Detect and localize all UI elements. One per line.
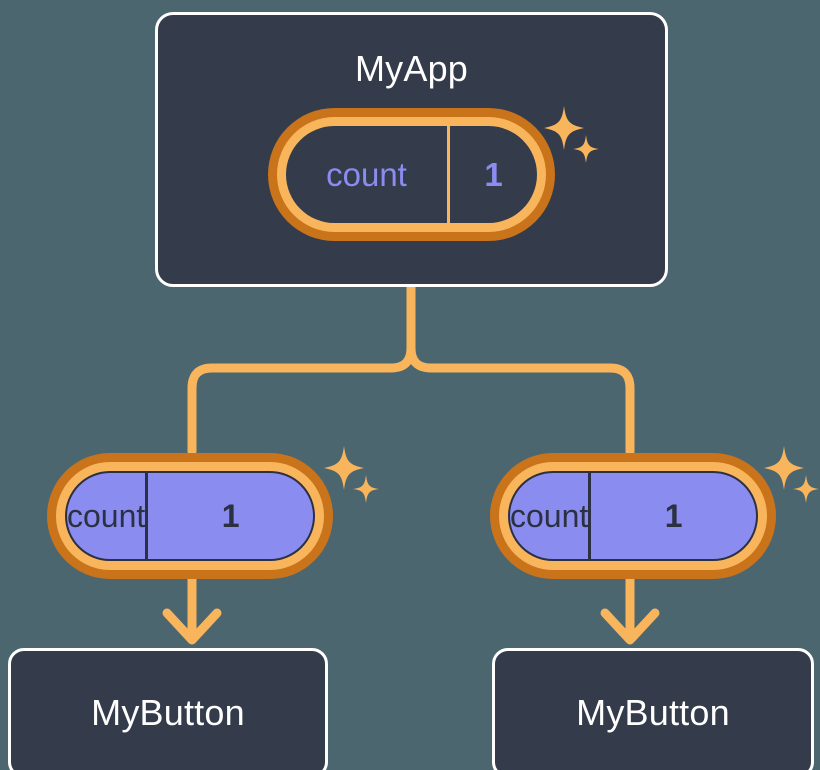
leaf-component-title: MyButton xyxy=(576,692,730,733)
state-pill-child-left[interactable]: count 1 xyxy=(47,453,333,579)
state-value-label: 1 xyxy=(145,473,313,559)
pill-body: count 1 xyxy=(286,126,537,223)
pill-body: count 1 xyxy=(508,471,758,561)
pill-body: count 1 xyxy=(65,471,315,561)
pill-inner-ring: count 1 xyxy=(277,117,546,232)
sparkle-four-point-icon xyxy=(324,446,364,490)
state-value-label: 1 xyxy=(447,126,537,223)
page-title: MyApp xyxy=(354,48,469,89)
sparkle-four-point-small-icon xyxy=(793,475,819,503)
state-key-label: count xyxy=(510,497,589,534)
pill-inner-ring: count 1 xyxy=(499,462,767,570)
arrow-down-icon xyxy=(600,608,660,645)
state-key-label: count xyxy=(326,155,407,193)
state-value-label: 1 xyxy=(588,473,756,559)
sparkle-four-point-small-icon xyxy=(353,475,379,503)
pill-inner-ring: count 1 xyxy=(56,462,324,570)
tree-branch-connector-icon xyxy=(187,282,416,457)
state-pill-root[interactable]: count 1 xyxy=(268,108,555,241)
sparkle-four-point-icon xyxy=(764,446,804,490)
state-key-label: count xyxy=(67,497,146,534)
leaf-component-box-left[interactable]: MyButton xyxy=(8,648,328,770)
leaf-title-wrap: MyButton xyxy=(11,651,325,770)
leaf-component-title: MyButton xyxy=(91,692,245,733)
tree-branch-connector-icon xyxy=(406,282,635,457)
leaf-component-box-right[interactable]: MyButton xyxy=(492,648,814,770)
arrow-down-icon xyxy=(162,608,222,645)
state-pill-child-right[interactable]: count 1 xyxy=(490,453,776,579)
leaf-title-wrap: MyButton xyxy=(495,651,811,770)
